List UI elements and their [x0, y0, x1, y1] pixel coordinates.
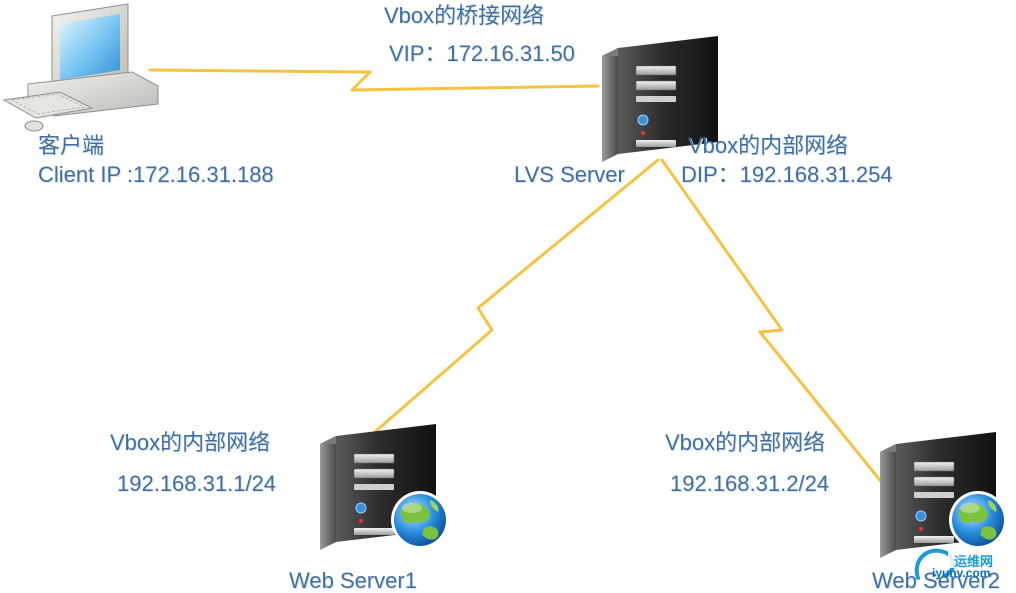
watermark-title: 运维网	[954, 554, 994, 569]
link-lvs-web2	[660, 158, 890, 492]
web1-name: Web Server1	[289, 568, 417, 593]
client-ip: Client IP :172.16.31.188	[38, 162, 274, 187]
client-name: 客户端	[38, 133, 105, 158]
web2-ip: 192.168.31.2/24	[670, 471, 830, 496]
lvs-server-name: LVS Server	[514, 162, 625, 187]
web-server1-globe-icon	[391, 491, 449, 549]
link-client-lvs	[148, 68, 600, 92]
lvs-dip: DIP：192.168.31.254	[681, 162, 893, 187]
web1-ip: 192.168.31.1/24	[117, 471, 277, 496]
web2-name: Web Server2	[872, 568, 1000, 593]
web-server2-globe-icon	[949, 491, 1007, 549]
web2-network: Vbox的内部网络	[665, 430, 826, 455]
watermark-logo-icon	[914, 548, 1010, 580]
link-lvs-web1	[320, 158, 660, 480]
lvs-internal-network: Vbox的内部网络	[688, 133, 849, 158]
client-computer-icon	[2, 3, 159, 132]
lvs-vip: VIP：172.16.31.50	[389, 41, 575, 66]
web1-network: Vbox的内部网络	[110, 430, 271, 455]
lvs-bridge-network: Vbox的桥接网络	[384, 3, 545, 28]
watermark-url: iyunv.com	[932, 566, 991, 580]
network-links	[148, 68, 890, 492]
